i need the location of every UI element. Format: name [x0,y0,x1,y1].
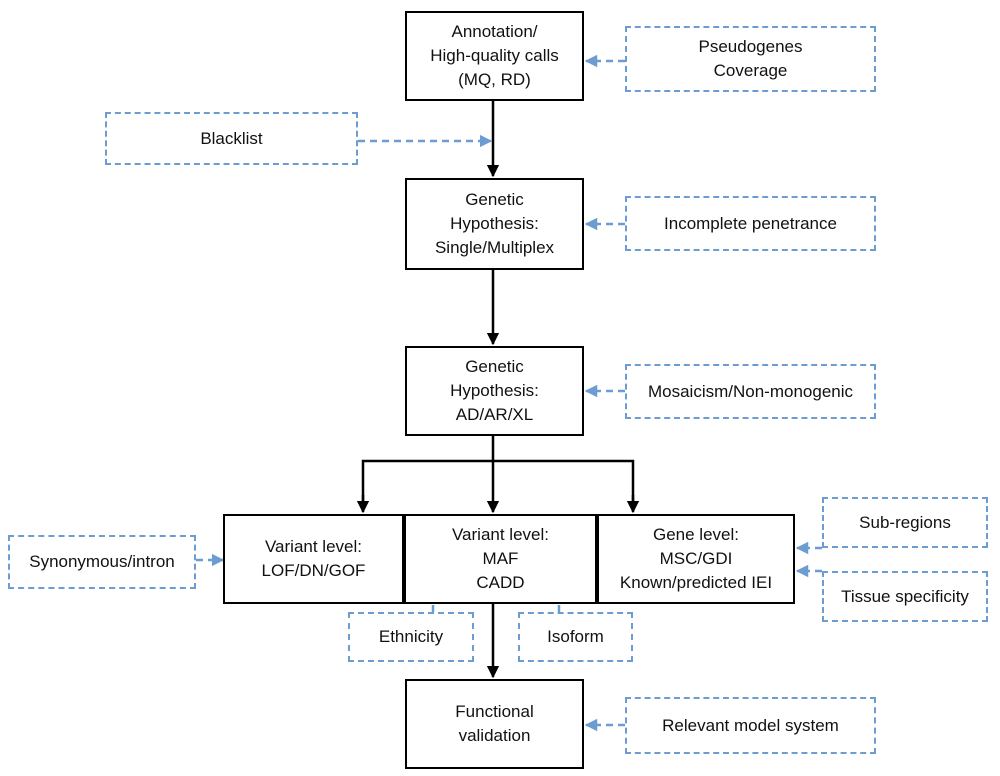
blacklist-box: Blacklist [105,112,358,165]
split-bar [361,459,635,511]
variant-maf-line-3: CADD [476,573,525,592]
hypothesis-inheritance-line-3: AD/AR/XL [455,405,534,424]
hypothesis-single-line-3: Single/Multiplex [434,238,555,257]
blacklist-label: Blacklist [200,128,263,148]
variant-maf-line-1: Variant level: [451,525,549,544]
tissue-specificity-box: Tissue specificity [822,571,988,622]
model-system-label: Relevant model system [662,715,839,735]
functional-validation-box: Functional validation [405,679,584,769]
synonymous-label: Synonymous/intron [29,552,175,571]
functional-line-1: Functional [455,702,534,721]
variant-maf-line-2: MAF [482,549,519,568]
incomplete-penetrance-label: Incomplete penetrance [664,213,837,233]
genetic-hypothesis-inheritance-box: Genetic Hypothesis: AD/AR/XL [405,346,584,436]
model-system-box: Relevant model system [625,697,876,754]
annotation-line-2: High-quality calls [430,46,559,65]
pseudogenes-line-1: Pseudogenes [698,37,803,56]
annotation-box: Annotation/ High-quality calls (MQ, RD) [405,11,584,101]
hypothesis-inheritance-line-2: Hypothesis: [450,381,539,400]
synonymous-intron-box: Synonymous/intron [8,535,196,589]
variant-lof-line-2: LOF/DN/GOF [261,561,366,580]
variant-lof-line-1: Variant level: [264,537,362,556]
tissue-label: Tissue specificity [841,586,969,606]
isoform-label: Isoform [547,627,604,646]
isoform-box: Isoform [518,612,633,662]
incomplete-penetrance-box: Incomplete penetrance [625,196,876,251]
hypothesis-single-line-2: Hypothesis: [450,214,539,233]
gene-level-line-2: MSC/GDI [659,549,733,568]
mosaicism-box: Mosaicism/Non-monogenic [625,364,876,419]
hypothesis-single-line-1: Genetic [465,190,524,209]
hypothesis-inheritance-line-1: Genetic [465,357,524,376]
sub-regions-box: Sub-regions [822,497,988,548]
sub-regions-label: Sub-regions [859,512,951,532]
ethnicity-box: Ethnicity [348,612,474,662]
variant-level-lof-box: Variant level: LOF/DN/GOF [223,514,404,604]
variant-level-maf-box: Variant level: MAF CADD [404,514,597,604]
gene-level-line-3: Known/predicted IEI [619,573,773,592]
gene-level-box: Gene level: MSC/GDI Known/predicted IEI [597,514,795,604]
pseudogenes-coverage-box: Pseudogenes Coverage [625,26,876,92]
ethnicity-label: Ethnicity [378,627,444,646]
annotation-line-1: Annotation/ [451,22,538,41]
pseudogenes-line-2: Coverage [713,61,788,80]
functional-line-2: validation [458,726,531,745]
annotation-line-3: (MQ, RD) [458,70,531,89]
mosaicism-label: Mosaicism/Non-monogenic [647,381,854,401]
genetic-hypothesis-single-box: Genetic Hypothesis: Single/Multiplex [405,178,584,270]
gene-level-line-1: Gene level: [653,525,739,544]
